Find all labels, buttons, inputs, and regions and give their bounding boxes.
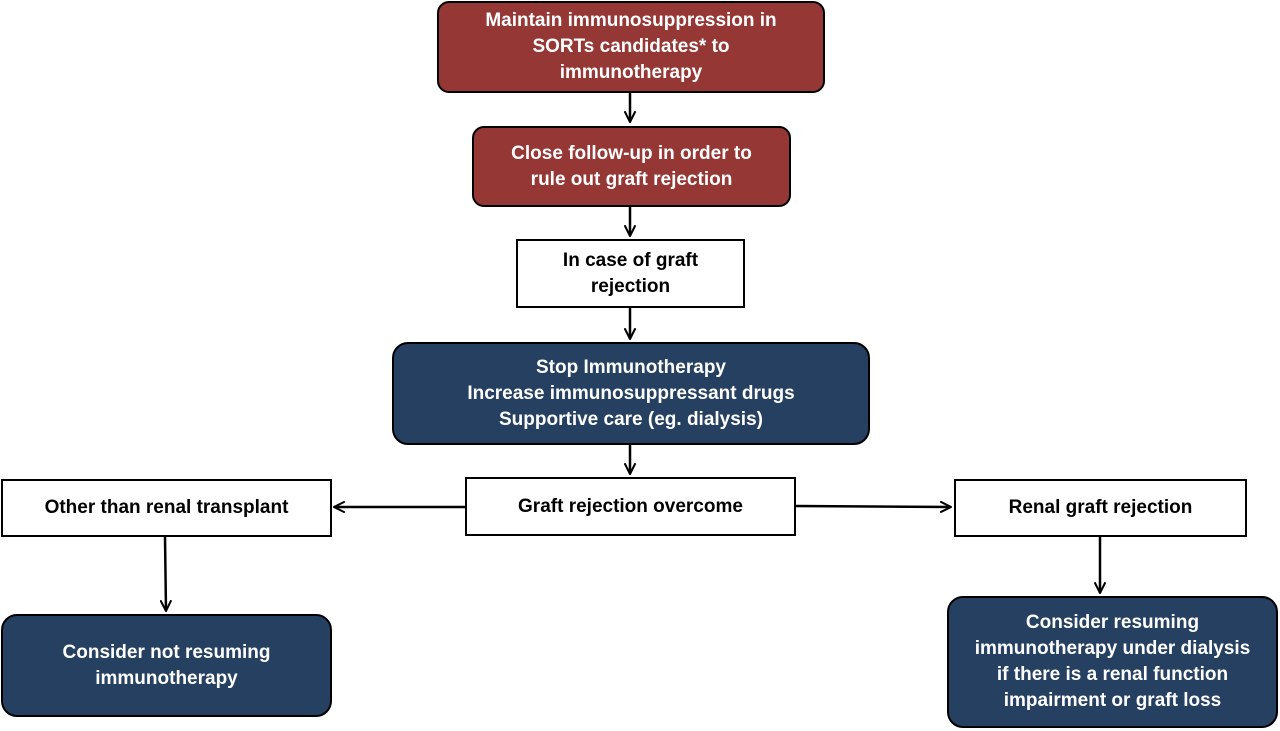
node-label: Graft rejection overcome: [518, 495, 743, 517]
node-graft-rejection-overcome: Graft rejection overcome: [465, 477, 796, 536]
node-label: Consider not resuming immunotherapy: [62, 641, 271, 689]
node-consider-not-resuming: Consider not resuming immunotherapy: [1, 614, 332, 717]
node-label: Maintain immunosuppression in SORTs cand…: [485, 10, 777, 83]
arrow-overcome-to-renal-rejection: [795, 500, 952, 513]
node-label: Other than renal transplant: [44, 497, 289, 518]
node-renal-graft-rejection: Renal graft rejection: [954, 479, 1247, 537]
node-stop-immunotherapy: Stop Immunotherapy Increase immunosuppre…: [392, 342, 870, 445]
node-close-follow-up: Close follow-up in order to rule out gra…: [472, 126, 791, 207]
node-maintain-immunosuppression: Maintain immunosuppression in SORTs cand…: [437, 1, 825, 93]
node-label: Close follow-up in order to rule out gra…: [511, 142, 752, 190]
node-in-case-of-graft-rejection: In case of graft rejection: [516, 239, 745, 308]
node-label: Stop Immunotherapy Increase immunosuppre…: [467, 356, 795, 430]
node-other-than-renal-transplant: Other than renal transplant: [1, 479, 332, 537]
node-label: In case of graft rejection: [562, 249, 699, 297]
node-consider-resuming: Consider resuming immunotherapy under di…: [947, 596, 1278, 728]
node-label: Consider resuming immunotherapy under di…: [974, 612, 1251, 711]
arrow-other-than-renal-to-not-resuming: [159, 536, 172, 612]
node-label: Renal graft rejection: [1008, 497, 1193, 518]
